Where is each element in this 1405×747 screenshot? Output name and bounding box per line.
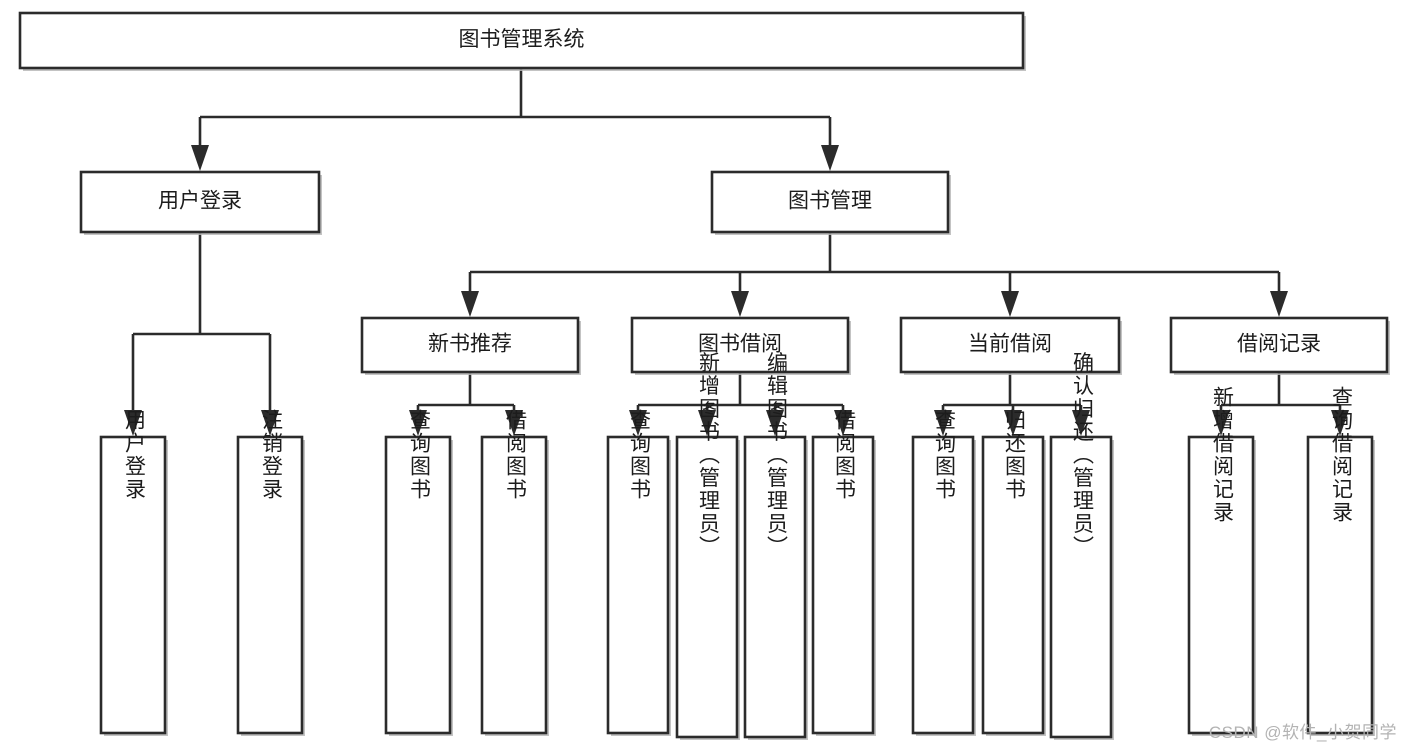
node-bw-query[interactable]: 查询图书 bbox=[606, 409, 671, 736]
node-label: 借阅图书 bbox=[832, 409, 856, 501]
arrow-head-bw-borrow bbox=[834, 410, 852, 436]
node-cb-return[interactable]: 归还图书 bbox=[981, 409, 1046, 736]
node-label: 图书借阅 bbox=[698, 333, 782, 356]
arrow-head-login-in bbox=[124, 410, 142, 436]
node-cb-query[interactable]: 查询图书 bbox=[911, 409, 976, 736]
node-box[interactable] bbox=[630, 316, 850, 374]
node-newbook[interactable]: 新书推荐 bbox=[360, 316, 581, 375]
connector-bookmgmt bbox=[461, 232, 1288, 317]
node-label: 查询图书 bbox=[932, 409, 956, 501]
connector-borrow bbox=[629, 372, 852, 436]
connector-records bbox=[1212, 372, 1349, 436]
arrow-head-bw-edit bbox=[766, 410, 784, 436]
node-box[interactable] bbox=[79, 170, 321, 234]
node-login-in[interactable]: 用户登录 bbox=[99, 409, 168, 736]
node-bookmgmt[interactable]: 图书管理 bbox=[710, 170, 951, 235]
arrow-head-cb-return bbox=[1004, 410, 1022, 436]
node-box[interactable] bbox=[360, 316, 580, 374]
node-box[interactable] bbox=[811, 435, 875, 735]
node-label: 新增借阅记录 bbox=[1210, 386, 1234, 524]
arrow-head-borrow bbox=[731, 291, 749, 317]
node-label: 借阅记录 bbox=[1237, 333, 1321, 356]
node-label: 查询图书 bbox=[627, 409, 651, 501]
node-rc-query[interactable]: 查询借阅记录 bbox=[1306, 386, 1375, 736]
connector-login bbox=[124, 232, 279, 436]
node-nb-borrow[interactable]: 借阅图书 bbox=[480, 409, 549, 736]
node-label: 编辑图书（管理员） bbox=[764, 352, 788, 559]
node-bw-edit[interactable]: 编辑图书（管理员） bbox=[743, 352, 808, 741]
node-box[interactable] bbox=[18, 11, 1025, 70]
node-label: 用户登录 bbox=[122, 409, 146, 501]
node-box[interactable] bbox=[911, 435, 975, 735]
node-label: 用户登录 bbox=[158, 190, 242, 213]
node-box[interactable] bbox=[899, 316, 1121, 374]
node-records[interactable]: 借阅记录 bbox=[1169, 316, 1390, 375]
node-box[interactable] bbox=[710, 170, 950, 234]
node-login[interactable]: 用户登录 bbox=[79, 170, 322, 235]
arrow-head-bw-add bbox=[698, 410, 716, 436]
connector-current bbox=[934, 372, 1090, 436]
node-label: 借阅图书 bbox=[503, 409, 527, 501]
node-box[interactable] bbox=[981, 435, 1045, 735]
node-box[interactable] bbox=[743, 435, 807, 739]
node-login-out[interactable]: 注销登录 bbox=[236, 409, 305, 736]
node-label: 注销登录 bbox=[259, 409, 283, 501]
node-nb-query[interactable]: 查询图书 bbox=[384, 409, 453, 736]
connector-layer bbox=[124, 68, 1349, 436]
node-box[interactable] bbox=[1306, 435, 1374, 735]
node-root[interactable]: 图书管理系统 bbox=[18, 11, 1026, 71]
node-layer: 图书管理系统用户登录图书管理新书推荐图书借阅当前借阅借阅记录用户登录注销登录查询… bbox=[18, 11, 1390, 741]
node-box[interactable] bbox=[606, 435, 670, 735]
arrow-head-records bbox=[1270, 291, 1288, 317]
node-label: 图书管理系统 bbox=[459, 28, 585, 51]
node-box[interactable] bbox=[1187, 435, 1255, 735]
arrow-head-login-out bbox=[261, 410, 279, 436]
node-box[interactable] bbox=[99, 435, 167, 735]
node-label: 新书推荐 bbox=[428, 333, 512, 356]
arrow-head-cb-confirm bbox=[1072, 410, 1090, 436]
node-label: 图书管理 bbox=[788, 190, 872, 213]
connector-newbook bbox=[409, 372, 523, 436]
node-current[interactable]: 当前借阅 bbox=[899, 316, 1122, 375]
node-label: 归还图书 bbox=[1002, 409, 1026, 501]
node-box[interactable] bbox=[1169, 316, 1389, 374]
arrow-head-cb-query bbox=[934, 410, 952, 436]
arrow-head-newbook bbox=[461, 291, 479, 317]
node-bw-borrow[interactable]: 借阅图书 bbox=[811, 409, 876, 736]
node-rc-add[interactable]: 新增借阅记录 bbox=[1187, 386, 1256, 736]
node-cb-confirm[interactable]: 确认归还（管理员） bbox=[1049, 352, 1114, 741]
arrow-head-nb-query bbox=[409, 410, 427, 436]
arrow-head-nb-borrow bbox=[505, 410, 523, 436]
node-label: 查询图书 bbox=[407, 409, 431, 501]
arrow-head-login bbox=[191, 145, 209, 171]
arrow-head-current bbox=[1001, 291, 1019, 317]
arrow-head-rc-query bbox=[1331, 410, 1349, 436]
node-label: 确认归还（管理员） bbox=[1070, 352, 1094, 559]
connector-root bbox=[191, 68, 839, 171]
node-bw-add[interactable]: 新增图书（管理员） bbox=[675, 352, 740, 741]
node-box[interactable] bbox=[1049, 435, 1113, 739]
node-box[interactable] bbox=[675, 435, 739, 739]
node-box[interactable] bbox=[480, 435, 548, 735]
node-label: 新增图书（管理员） bbox=[696, 352, 720, 559]
arrow-head-bw-query bbox=[629, 410, 647, 436]
node-label: 当前借阅 bbox=[968, 333, 1052, 356]
arrow-head-rc-add bbox=[1212, 410, 1230, 436]
node-borrow[interactable]: 图书借阅 bbox=[630, 316, 851, 375]
arrow-head-bookmgmt bbox=[821, 145, 839, 171]
node-box[interactable] bbox=[384, 435, 452, 735]
node-box[interactable] bbox=[236, 435, 304, 735]
node-label: 查询借阅记录 bbox=[1329, 386, 1353, 524]
